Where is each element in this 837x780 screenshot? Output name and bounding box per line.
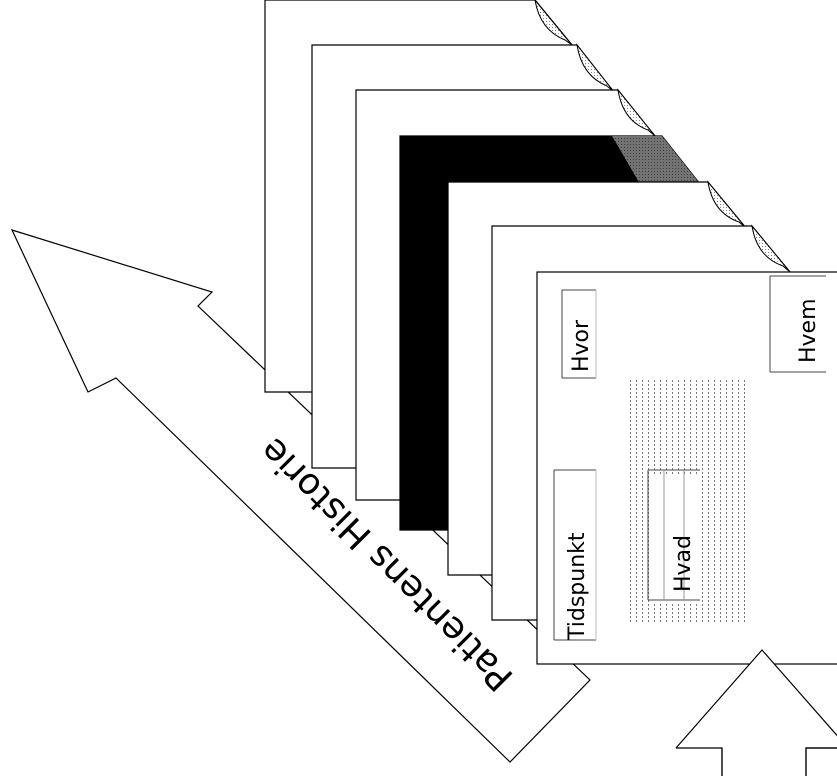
field-label-tidspunkt: Tidspunkt — [565, 532, 590, 641]
field-hvem: Hvem — [769, 275, 826, 373]
input-arrow — [675, 649, 837, 776]
field-hvad: Hvad — [647, 469, 700, 601]
field-label-hvor: Hvor — [569, 319, 594, 372]
record-page-front: Hvor Hvem Hvad Tidspunkt — [536, 271, 837, 665]
field-label-hvad: Hvad — [671, 535, 696, 592]
field-hvor: Hvor — [561, 289, 597, 379]
field-label-hvem: Hvem — [796, 298, 821, 363]
page-stack: Hvor Hvem Hvad Tidspunkt — [264, 0, 837, 665]
input-arrow-left-edge — [676, 747, 723, 776]
field-tidspunkt: Tidspunkt — [553, 469, 597, 641]
input-arrow-right-edge — [805, 747, 837, 776]
history-arrow — [10, 229, 591, 763]
